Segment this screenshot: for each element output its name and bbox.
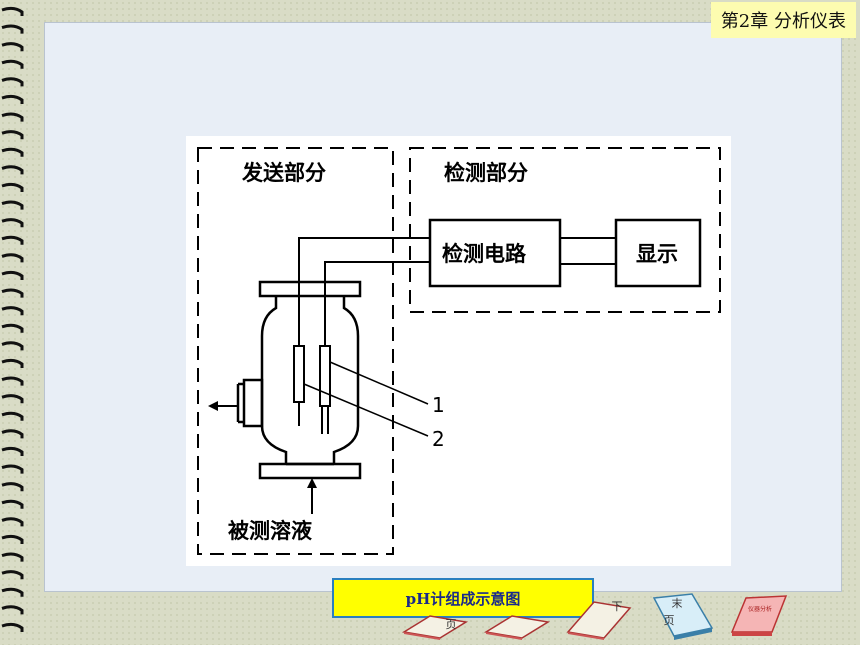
detection-circuit-label: 检测电路 [442, 242, 527, 266]
spiral-ring [1, 394, 24, 404]
spiral-ring [1, 235, 24, 245]
spiral-ring [1, 323, 24, 333]
chapter-title: 第2章 分析仪表 [710, 2, 856, 38]
nav-prev-book[interactable] [400, 592, 470, 640]
side-outlet [242, 378, 264, 428]
ph-meter-diagram: 发送部分 检测部分 检测电路 显示 1 2 被测溶液 [186, 136, 731, 566]
spiral-ring [1, 622, 24, 632]
spiral-ring [1, 517, 24, 527]
spiral-ring [1, 358, 24, 368]
electrode-2 [319, 345, 331, 407]
display-label: 显示 [636, 242, 678, 266]
notebook-spiral [1, 6, 24, 632]
inlet-arrowhead [307, 478, 317, 488]
bottom-flange [258, 462, 362, 480]
top-flange [258, 280, 362, 298]
nav-last-label: 末 [671, 597, 683, 610]
vessel-body [260, 296, 360, 466]
spiral-ring [1, 534, 24, 544]
spiral-ring [1, 341, 24, 351]
spiral-ring [1, 24, 24, 34]
spiral-ring [1, 112, 24, 122]
nav-last-sub: 页 [663, 614, 675, 627]
spiral-ring [1, 587, 24, 597]
nav-next-book[interactable] [564, 592, 634, 640]
spiral-ring [1, 288, 24, 298]
sending-section-box [197, 147, 394, 555]
wire-1 [298, 237, 430, 346]
diagram-svg: 发送部分 检测部分 检测电路 显示 1 2 被测溶液 [197, 147, 721, 555]
spiral-ring [1, 482, 24, 492]
figure-caption: pH计组成示意图 [332, 578, 594, 618]
nav-next-label: 下 [611, 600, 623, 613]
callout-2: 2 [432, 427, 445, 451]
spiral-ring [1, 165, 24, 175]
spiral-ring [1, 429, 24, 439]
spiral-ring [1, 552, 24, 562]
spiral-ring [1, 94, 24, 104]
detection-section-label: 检测部分 [444, 161, 528, 185]
sending-section-label: 发送部分 [241, 161, 326, 185]
spiral-ring [1, 6, 24, 16]
nav-home-label: 仪器分析 [748, 606, 773, 613]
spiral-ring [1, 42, 24, 52]
display-box [614, 218, 702, 288]
electrode-1 [293, 345, 305, 403]
spiral-ring [1, 270, 24, 280]
spiral-ring [1, 306, 24, 316]
detection-section-box [409, 147, 721, 313]
nav-book-2[interactable] [482, 592, 552, 640]
spiral-ring [1, 570, 24, 580]
spiral-ring [1, 130, 24, 140]
spiral-ring [1, 411, 24, 421]
spiral-ring [1, 253, 24, 263]
leader-2 [303, 383, 429, 437]
nav-home-book[interactable] [728, 592, 790, 640]
wire-2 [324, 261, 430, 346]
spiral-ring [1, 200, 24, 210]
spiral-ring [1, 376, 24, 386]
spiral-ring [1, 499, 24, 509]
sample-label: 被测溶液 [228, 519, 312, 543]
spiral-ring [1, 464, 24, 474]
spiral-ring [1, 77, 24, 87]
callout-1: 1 [432, 393, 445, 417]
spiral-ring [1, 182, 24, 192]
leader-1 [329, 361, 429, 405]
spiral-ring [1, 446, 24, 456]
spiral-ring [1, 147, 24, 157]
nav-last-book[interactable] [646, 592, 718, 640]
spiral-ring [1, 605, 24, 615]
spiral-ring [1, 218, 24, 228]
outlet-arrowhead [208, 401, 218, 411]
nav-prev-label: 页 [445, 618, 457, 631]
spiral-ring [1, 59, 24, 69]
detection-circuit-box [428, 218, 562, 288]
